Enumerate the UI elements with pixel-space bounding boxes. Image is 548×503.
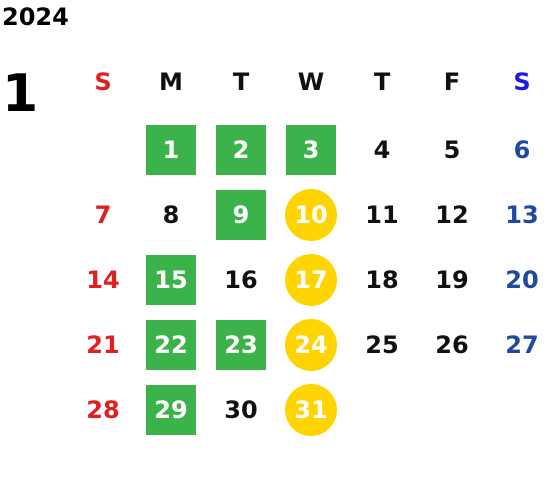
month-number: 1 bbox=[2, 64, 39, 124]
day-cell[interactable]: 6 bbox=[513, 136, 531, 164]
day-cell[interactable]: 14 bbox=[86, 266, 120, 294]
weekday-header: T bbox=[232, 68, 250, 96]
weekday-header: W bbox=[297, 68, 325, 96]
day-cell[interactable]: 4 bbox=[373, 136, 391, 164]
day-cell[interactable]: 7 bbox=[94, 201, 112, 229]
day-cell[interactable]: 16 bbox=[224, 266, 258, 294]
day-cell[interactable]: 19 bbox=[435, 266, 469, 294]
day-cell[interactable]: 15 bbox=[146, 255, 196, 305]
weekday-header: T bbox=[373, 68, 391, 96]
year-label: 2024 bbox=[2, 3, 69, 31]
day-cell[interactable]: 20 bbox=[505, 266, 539, 294]
day-cell[interactable]: 28 bbox=[86, 396, 120, 424]
day-cell[interactable]: 5 bbox=[443, 136, 461, 164]
day-cell[interactable]: 12 bbox=[435, 201, 469, 229]
day-cell[interactable]: 1 bbox=[146, 125, 196, 175]
day-cell[interactable]: 31 bbox=[285, 384, 337, 436]
day-cell[interactable]: 30 bbox=[224, 396, 258, 424]
weekday-header: M bbox=[159, 68, 183, 96]
weekday-header: F bbox=[443, 68, 461, 96]
day-cell[interactable]: 29 bbox=[146, 385, 196, 435]
day-cell[interactable]: 11 bbox=[365, 201, 399, 229]
day-cell[interactable]: 23 bbox=[216, 320, 266, 370]
day-cell[interactable]: 3 bbox=[286, 125, 336, 175]
day-cell[interactable]: 18 bbox=[365, 266, 399, 294]
day-cell[interactable]: 17 bbox=[285, 254, 337, 306]
day-cell[interactable]: 10 bbox=[285, 189, 337, 241]
day-cell[interactable]: 25 bbox=[365, 331, 399, 359]
day-cell[interactable]: 27 bbox=[505, 331, 539, 359]
weekday-header: S bbox=[513, 68, 531, 96]
day-cell[interactable]: 8 bbox=[162, 201, 180, 229]
day-cell[interactable]: 2 bbox=[216, 125, 266, 175]
weekday-header: S bbox=[94, 68, 112, 96]
day-cell[interactable]: 26 bbox=[435, 331, 469, 359]
day-cell[interactable]: 22 bbox=[146, 320, 196, 370]
day-cell[interactable]: 9 bbox=[216, 190, 266, 240]
day-cell[interactable]: 24 bbox=[285, 319, 337, 371]
day-cell[interactable]: 21 bbox=[86, 331, 120, 359]
day-cell[interactable]: 13 bbox=[505, 201, 539, 229]
